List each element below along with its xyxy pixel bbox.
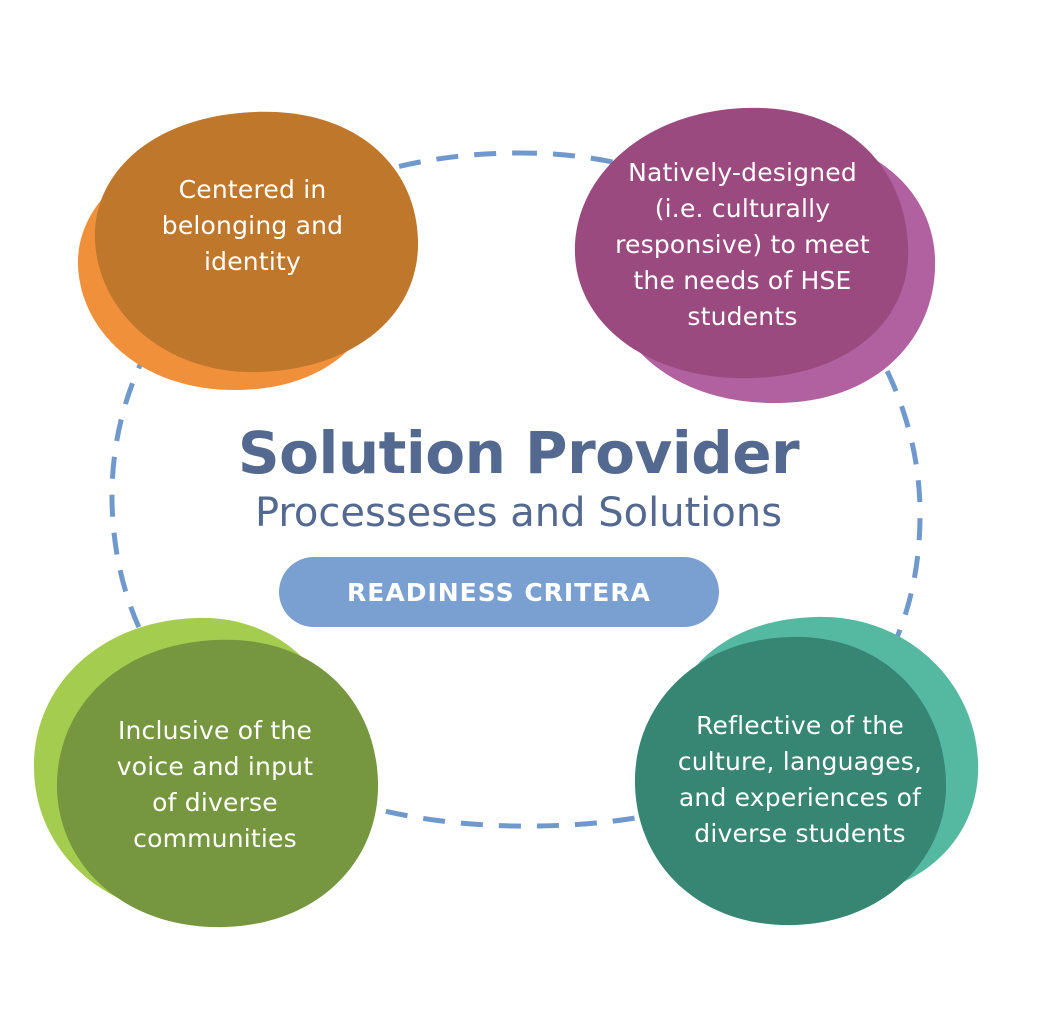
node-text-line: identity (204, 247, 301, 276)
readiness-criteria-label: READINESS CRITERA (347, 577, 651, 607)
bottom-left-node-text: Inclusive of the voice and input of dive… (90, 713, 340, 857)
node-text-line: belonging and (161, 211, 344, 240)
bottom-right-blob (634, 636, 947, 926)
node-text-line: the needs of HSE (633, 266, 852, 295)
readiness-criteria-badge: READINESS CRITERA (279, 557, 719, 627)
bottom-left-blob (56, 639, 379, 928)
diagram-title: Solution Provider (237, 419, 800, 487)
node-text-line: diverse students (694, 819, 906, 848)
top-left-blob (94, 111, 419, 373)
node-text-line: students (687, 302, 798, 331)
node-text-line: of diverse (152, 788, 278, 817)
node-text-line: Centered in (178, 175, 327, 204)
top-right-node-text: Natively-designed (i.e. culturally respo… (590, 155, 895, 335)
top-left-node-text: Centered in belonging and identity (130, 172, 375, 280)
node-text-line: Reflective of the (696, 711, 904, 740)
top-right-blob (574, 107, 909, 379)
node-text-line: and experiences of (678, 783, 922, 812)
node-text-line: responsive) to meet (615, 230, 870, 259)
node-text-line: Natively-designed (628, 158, 857, 187)
bottom-right-node-text: Reflective of the culture, languages, an… (650, 708, 950, 852)
node-text-line: (i.e. culturally (654, 194, 831, 223)
node-text-line: culture, languages, (677, 747, 923, 776)
node-text-line: voice and input (116, 752, 314, 781)
node-text-line: communities (133, 824, 297, 853)
diagram-subtitle: Processeses and Solutions (254, 490, 783, 536)
node-text-line: Inclusive of the (117, 716, 313, 745)
